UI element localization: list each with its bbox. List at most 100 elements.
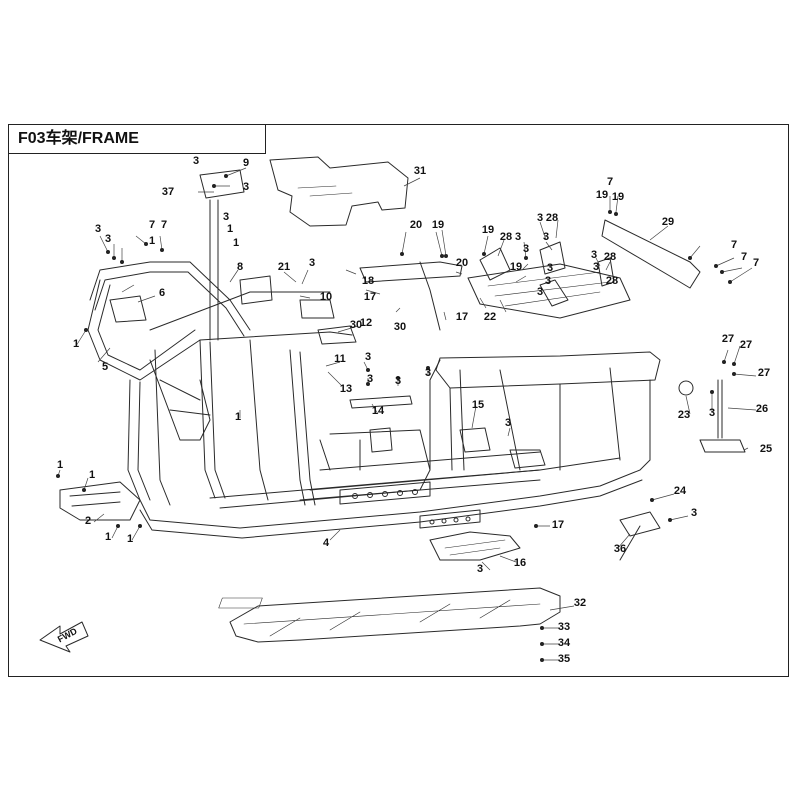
- callout-c19d: 19: [482, 224, 494, 236]
- callout-c28a: 28: [546, 212, 558, 224]
- callout-c1c: 1: [149, 235, 155, 247]
- callout-c27a: 27: [722, 333, 734, 345]
- callout-c29: 29: [662, 216, 674, 228]
- callout-c3u: 3: [505, 417, 511, 429]
- callout-c3r: 3: [395, 375, 401, 387]
- callout-c3o: 3: [537, 286, 543, 298]
- callout-c7c: 7: [161, 219, 167, 231]
- callout-c3a: 3: [193, 155, 199, 167]
- skid-plate-part: [229, 587, 561, 643]
- rear-cross-bar: [601, 219, 701, 289]
- steering-bracket: [199, 169, 245, 199]
- callout-c37: 37: [162, 186, 174, 198]
- callout-c3c: 3: [537, 212, 543, 224]
- callout-c11: 11: [334, 353, 346, 365]
- callout-c3t: 3: [709, 407, 715, 419]
- roll-cage-tube: [89, 261, 251, 331]
- callout-c3n: 3: [545, 275, 551, 287]
- callout-c3w: 3: [477, 563, 483, 575]
- callout-c35: 35: [558, 653, 570, 665]
- callout-c2: 2: [85, 515, 91, 527]
- callout-c12: 12: [360, 317, 372, 329]
- callout-c24: 24: [674, 485, 687, 497]
- callout-c5: 5: [102, 361, 108, 373]
- front-bumper: [59, 481, 141, 521]
- forward-arrow: [39, 621, 89, 653]
- callout-c3f: 3: [543, 231, 549, 243]
- callout-c14: 14: [372, 405, 385, 417]
- callout-c19c: 19: [432, 219, 444, 231]
- callout-c3k: 3: [547, 262, 553, 274]
- rear-plate: [699, 439, 746, 453]
- callout-c3e: 3: [523, 243, 529, 255]
- callout-c25: 25: [760, 443, 772, 455]
- callout-c26: 26: [756, 403, 768, 415]
- callout-c27b: 27: [740, 339, 752, 351]
- callout-c27c: 27: [758, 367, 770, 379]
- callout-c28c: 28: [604, 251, 616, 263]
- callout-c1g: 1: [89, 469, 95, 481]
- floor-panel-holes: [339, 481, 431, 505]
- callout-c15: 15: [472, 399, 484, 411]
- callout-c21: 21: [278, 261, 290, 273]
- callout-c17b: 17: [456, 311, 468, 323]
- callout-c34: 34: [558, 637, 571, 649]
- rear-rack-part: [467, 263, 631, 319]
- callout-c3v: 3: [691, 507, 697, 519]
- callout-c36: 36: [614, 543, 626, 555]
- callout-c3q: 3: [367, 373, 373, 385]
- callout-c17c: 17: [552, 519, 564, 531]
- diagram-title: F03车架/FRAME: [8, 124, 266, 154]
- callout-c10: 10: [320, 291, 332, 303]
- callout-c30a: 30: [350, 319, 362, 331]
- callout-c20a: 20: [410, 219, 422, 231]
- callout-c1h: 1: [105, 531, 111, 543]
- rear-shaft: [717, 379, 723, 439]
- callout-c32: 32: [574, 597, 586, 609]
- callout-c3j: 3: [309, 257, 315, 269]
- callout-c7f: 7: [753, 257, 759, 269]
- front-cab-tube: [127, 379, 141, 501]
- callout-c9: 9: [243, 157, 249, 169]
- callout-c23: 23: [678, 409, 690, 421]
- callout-c3l: 3: [593, 261, 599, 273]
- callout-c30b: 30: [394, 321, 406, 333]
- callout-c7a: 7: [607, 176, 613, 188]
- callout-c28b: 28: [500, 231, 512, 243]
- bed-frame: [435, 351, 661, 389]
- mount-bracket: [619, 511, 661, 537]
- callout-c3g: 3: [223, 211, 229, 223]
- callout-c1f: 1: [57, 459, 63, 471]
- callout-c3d: 3: [515, 231, 521, 243]
- callout-c22: 22: [484, 311, 496, 323]
- main-frame-lower-rail: [139, 459, 651, 529]
- callout-c4: 4: [323, 537, 330, 549]
- upper-crossbar: [359, 261, 463, 283]
- callout-c18: 18: [362, 275, 374, 287]
- callout-c1d: 1: [73, 338, 79, 350]
- callout-c7b: 7: [149, 219, 155, 231]
- callout-c13: 13: [340, 383, 352, 395]
- callout-c28d: 28: [606, 275, 618, 287]
- callout-c33: 33: [558, 621, 570, 633]
- callout-c3b: 3: [243, 181, 249, 193]
- floor-mat-part: [269, 156, 409, 227]
- callout-c19a: 19: [596, 189, 608, 201]
- callout-c3h: 3: [95, 223, 101, 235]
- callout-c1b: 1: [233, 237, 239, 249]
- side-step: [429, 531, 521, 561]
- callout-c3p: 3: [365, 351, 371, 363]
- callout-c3s: 3: [425, 367, 431, 379]
- callout-c20b: 20: [456, 257, 468, 269]
- callout-c7d: 7: [731, 239, 737, 251]
- callout-c1e: 1: [235, 411, 241, 423]
- callout-c3i: 3: [105, 233, 111, 245]
- callout-c16: 16: [514, 557, 526, 569]
- callout-c3m: 3: [591, 249, 597, 261]
- callout-c1i: 1: [127, 533, 133, 545]
- callout-c8: 8: [237, 261, 243, 273]
- callout-c17a: 17: [364, 291, 376, 303]
- callout-c1a: 1: [227, 223, 233, 235]
